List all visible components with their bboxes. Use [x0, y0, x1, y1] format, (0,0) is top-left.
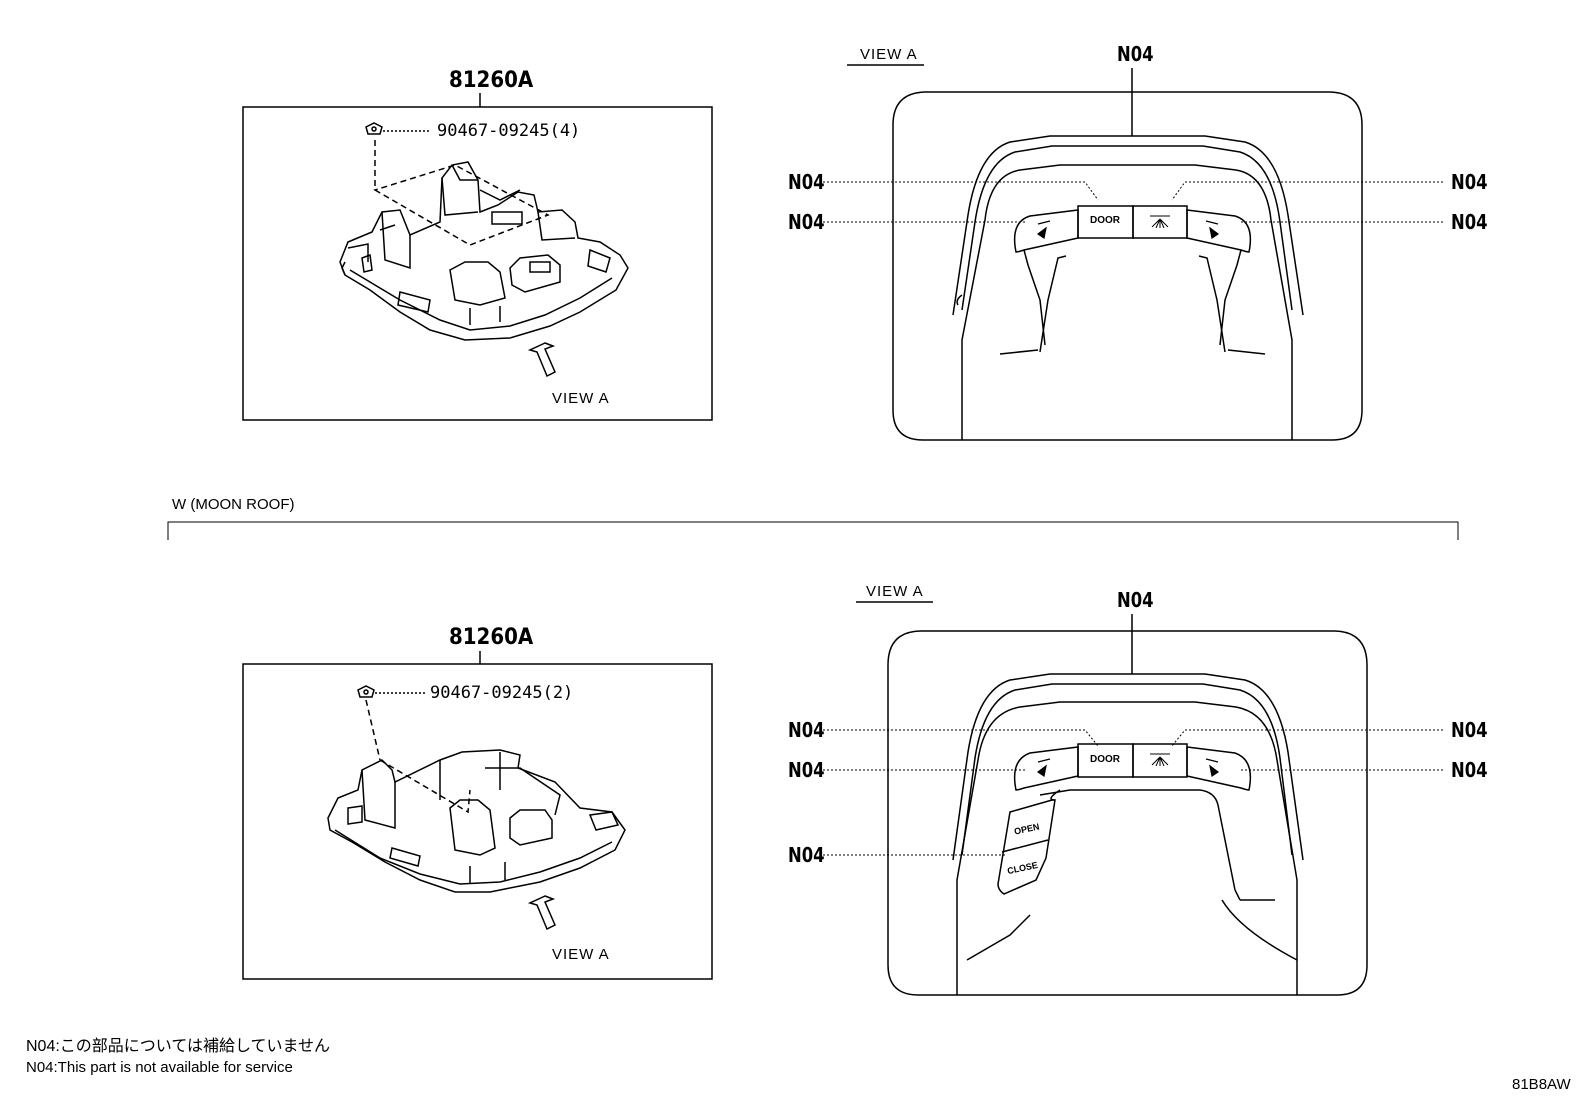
bottom-module-drawing	[327, 699, 626, 893]
top-view-arrow	[527, 342, 556, 378]
top-dome-light-icon	[1150, 215, 1170, 229]
top-callout-right-upper-leader	[1171, 181, 1443, 201]
top-callout-right-upper: N04	[1451, 170, 1488, 194]
bottom-part-number: 81260A	[449, 625, 534, 650]
top-callout-left-upper-leader	[823, 181, 1099, 201]
top-map-light-left-icon	[1036, 220, 1051, 239]
section-label: W (MOON ROOF)	[172, 496, 295, 513]
top-right-map-light-button	[1186, 209, 1252, 253]
note-english: N04:This part is not available for servi…	[26, 1059, 293, 1076]
bottom-callout-left-upper: N04	[788, 718, 825, 742]
top-callout-right-lower: N04	[1451, 210, 1488, 234]
top-door-button-label: DOOR	[1090, 215, 1120, 226]
top-view-callout: VIEW A	[552, 390, 610, 407]
bottom-callout-right-upper-leader	[1171, 729, 1443, 747]
top-button-strip	[1013, 205, 1252, 253]
top-view-title: VIEW A	[860, 46, 918, 63]
bottom-view-title: VIEW A	[866, 583, 924, 600]
bottom-door-button-label: DOOR	[1090, 754, 1120, 765]
bottom-console-ring-outer	[952, 673, 1304, 861]
bottom-button-strip	[1013, 743, 1252, 791]
bottom-view-arrow	[527, 895, 556, 931]
bottom-callout-right-upper: N04	[1451, 718, 1488, 742]
bottom-callout-moonroof: N04	[788, 843, 825, 867]
top-module-drawing	[339, 140, 629, 341]
top-map-light-right-icon	[1205, 220, 1220, 239]
bottom-callout-left-lower: N04	[788, 758, 825, 782]
top-callout-left-upper: N04	[788, 170, 825, 194]
bottom-map-light-right-icon	[1205, 758, 1220, 777]
bottom-fastener-label: 90467-09245(2)	[430, 683, 574, 703]
bottom-callout-right-lower: N04	[1451, 758, 1488, 782]
top-left-map-light-button	[1013, 209, 1079, 253]
top-callout-top: N04	[1117, 42, 1154, 66]
bottom-dome-light-icon	[1150, 753, 1170, 767]
top-console-ring-outer	[952, 135, 1304, 316]
top-clip-icon	[365, 122, 383, 135]
top-callout-left-lower: N04	[788, 210, 825, 234]
bottom-console-outline	[887, 630, 1368, 996]
bottom-right-map-light-button	[1186, 746, 1252, 791]
bottom-callout-left-upper-leader	[823, 729, 1099, 747]
bottom-console-body	[956, 701, 1298, 995]
top-part-frame	[242, 106, 713, 421]
bottom-moonroof-switch	[997, 799, 1056, 895]
bottom-callout-top: N04	[1117, 588, 1154, 612]
top-fastener-label: 90467-09245(4)	[437, 121, 581, 141]
top-console-outline	[892, 91, 1363, 441]
bottom-view-callout: VIEW A	[552, 946, 610, 963]
bottom-part-frame	[242, 663, 713, 980]
bottom-left-map-light-button	[1013, 746, 1079, 791]
figure-code: 81B8AW	[1512, 1076, 1571, 1093]
top-part-number: 81260A	[449, 68, 534, 93]
bottom-clip-icon	[357, 685, 375, 698]
section-bracket	[167, 521, 1459, 540]
bottom-map-light-left-icon	[1036, 758, 1051, 777]
top-console-body	[961, 164, 1293, 440]
note-japanese: N04:この部品については補給していません	[26, 1038, 331, 1055]
